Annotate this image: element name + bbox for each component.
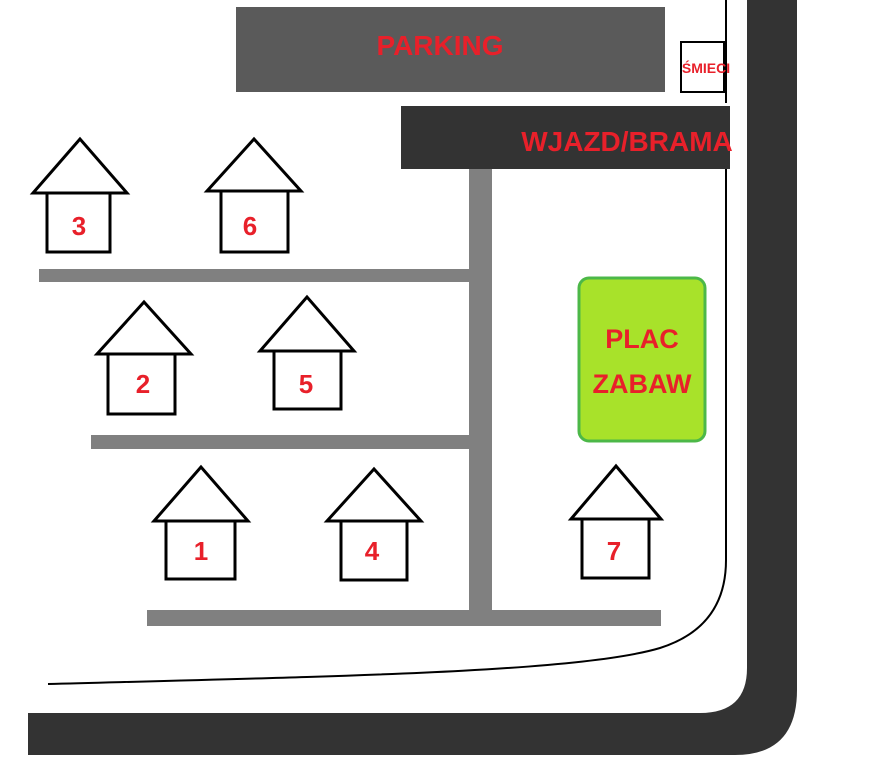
house-number: 1 <box>194 536 208 566</box>
gate-label: WJAZD/BRAMA <box>521 126 733 157</box>
playground-area <box>577 276 707 443</box>
row-path-top <box>39 269 469 282</box>
house-3: 3 <box>29 136 131 254</box>
road-edge-line <box>47 165 727 685</box>
house-1: 1 <box>150 464 252 581</box>
house-number: 4 <box>365 536 380 566</box>
parking-label: PARKING <box>376 30 503 61</box>
house-number: 3 <box>72 211 86 241</box>
house-number: 7 <box>607 536 621 566</box>
house-2: 2 <box>93 299 195 416</box>
trash-label: ŚMIECI <box>682 59 730 76</box>
house-4: 4 <box>323 466 425 582</box>
house-5: 5 <box>256 294 358 411</box>
house-7: 7 <box>567 463 665 580</box>
row-path-middle <box>91 435 469 449</box>
parking-area <box>236 7 665 92</box>
playground-label-line1: PLAC <box>605 324 679 354</box>
gate-area <box>401 106 730 169</box>
trash-area <box>680 41 725 93</box>
house-number: 6 <box>243 211 257 241</box>
house-6: 6 <box>203 136 305 254</box>
playground-label-line2: ZABAW <box>593 369 692 399</box>
house-number: 5 <box>299 369 313 399</box>
vertical-path <box>469 169 492 610</box>
row-path-bottom <box>147 610 661 626</box>
house-number: 2 <box>136 369 150 399</box>
